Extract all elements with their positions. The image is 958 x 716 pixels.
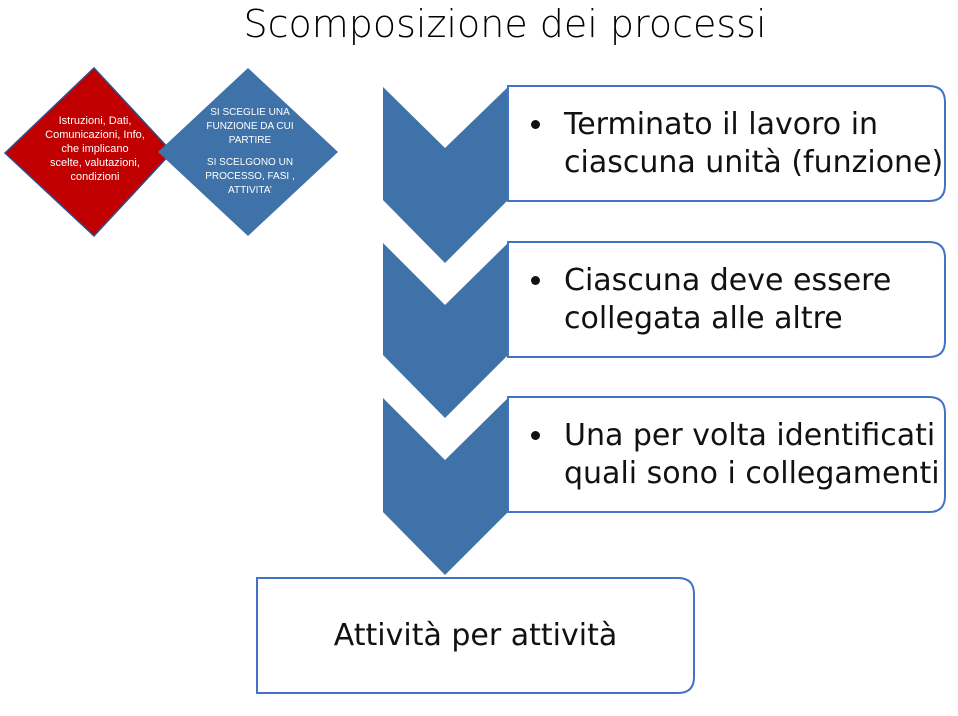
step-box-1-outline (507, 85, 946, 202)
blue-diamond-text: SI SCEGLIE UNA FUNZIONE DA CUI PARTIRE S… (205, 107, 295, 196)
chevron-2 (383, 243, 508, 418)
slide-title: Scomposizione dei processi (243, 2, 767, 46)
final-box-outline (256, 577, 695, 694)
step-box-2-outline (507, 241, 946, 358)
chevron-1 (383, 87, 508, 263)
step-box-3-outline (507, 396, 946, 513)
final-box: Attività per attività (333, 617, 618, 653)
blue-diamond (158, 68, 338, 236)
red-diamond-text: Istruzioni, Dati, Comunicazioni, Info, c… (45, 115, 145, 183)
chevron-3 (383, 398, 508, 575)
